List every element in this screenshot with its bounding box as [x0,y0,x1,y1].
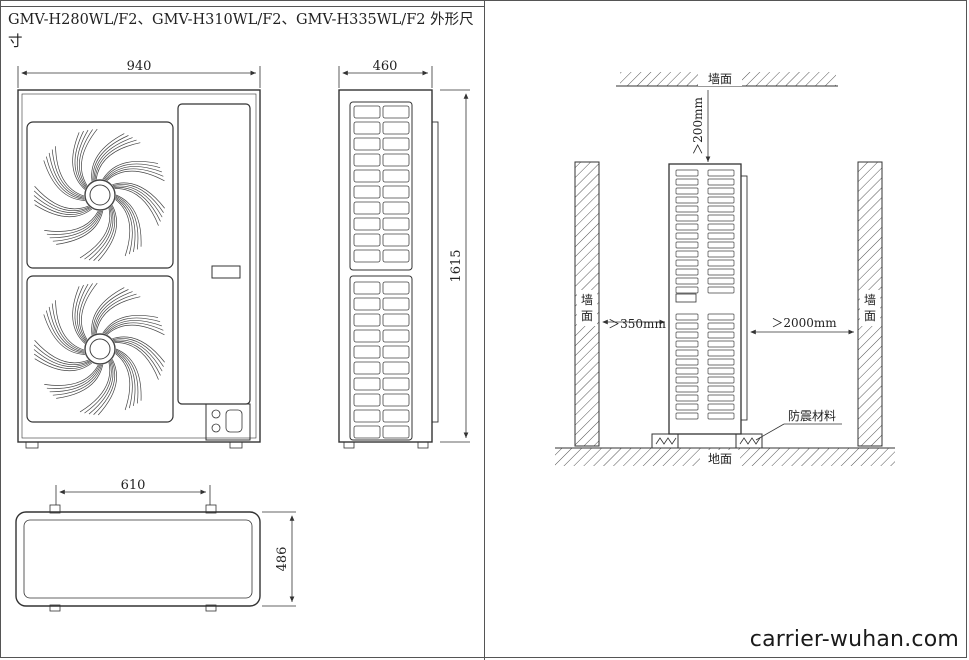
front-view [17,66,261,449]
watermark: carrier-wuhan.com [749,627,959,652]
label-left-wall-2: 面 [581,309,593,323]
panel-divider [484,0,485,660]
installation-diagram [555,72,895,466]
side-louvers [353,105,410,439]
fan-2 [33,282,165,416]
label-right-wall-1: 墙 [864,293,876,307]
unit-vents [675,169,735,420]
louver-block-1 [353,105,410,263]
side-view [338,66,470,449]
dim-bottom-depth: 486 [275,547,290,572]
label-left-clearance: ＞350mm [608,317,666,331]
fan-blades [33,128,165,416]
label-damping-material: 防震材料 [788,408,836,423]
label-right-wall-2: 面 [864,309,876,323]
drawing-title: GMV-H280WL/F2、GMV-H310WL/F2、GMV-H335WL/F… [8,12,474,50]
dim-bottom-width: 610 [121,478,146,493]
dim-side-depth: 460 [373,59,398,74]
bottom-view [15,485,296,612]
fan-1 [33,128,165,262]
label-ground: 地面 [708,452,732,466]
label-top-wall: 墙面 [708,72,732,86]
label-left-wall-1: 墙 [581,293,593,307]
dim-front-width: 940 [127,59,152,74]
label-right-clearance: ＞2000mm [771,316,837,330]
label-top-clearance: ＞200mm [691,97,705,155]
dim-height: 1615 [449,249,464,282]
title-rule [0,0,484,7]
louver-block-2 [353,281,410,439]
